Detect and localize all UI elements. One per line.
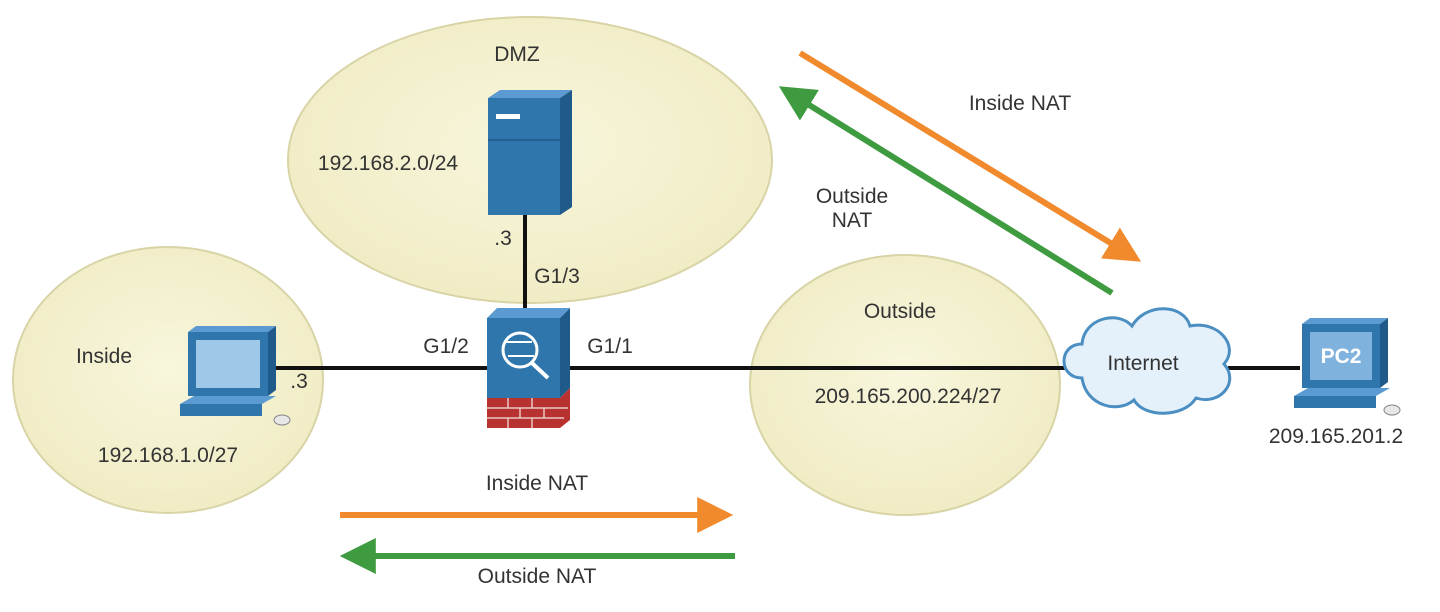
top-inside-nat-arrow: [798, 50, 1142, 262]
outside-label: Outside: [864, 300, 936, 323]
interface-g12: G1/2: [423, 335, 469, 358]
bottom-outside-nat-label: Outside NAT: [478, 565, 597, 588]
interface-g13: G1/3: [534, 265, 580, 288]
inside-zone: [12, 246, 324, 514]
inside-subnet: 192.168.1.0/27: [98, 444, 238, 467]
firewall-icon: [487, 308, 570, 428]
pc2-address: 209.165.201.2: [1269, 425, 1403, 448]
pc2-label: PC2: [1321, 345, 1362, 368]
dmz-host-address: .3: [494, 227, 512, 250]
dmz-label: DMZ: [494, 43, 540, 66]
internet-label: Internet: [1107, 352, 1178, 375]
outside-subnet: 209.165.200.224/27: [815, 385, 1002, 408]
bottom-inside-nat-label: Inside NAT: [486, 472, 588, 495]
top-outside-nat-arrow: [778, 86, 1114, 296]
dmz-subnet: 192.168.2.0/24: [318, 152, 458, 175]
interface-g11: G1/1: [587, 335, 633, 358]
top-outside-nat-label-line1: Outside: [816, 185, 888, 208]
inside-host-address: .3: [290, 370, 308, 393]
pc2-icon: [1294, 318, 1401, 416]
internet-cloud-icon: [1062, 307, 1232, 415]
top-outside-nat-label-line2: NAT: [832, 209, 873, 232]
top-inside-nat-label: Inside NAT: [969, 92, 1071, 115]
inside-pc-icon: [180, 326, 291, 426]
server-icon: [488, 90, 572, 215]
outside-zone: [749, 254, 1061, 516]
inside-label: Inside: [76, 345, 132, 368]
